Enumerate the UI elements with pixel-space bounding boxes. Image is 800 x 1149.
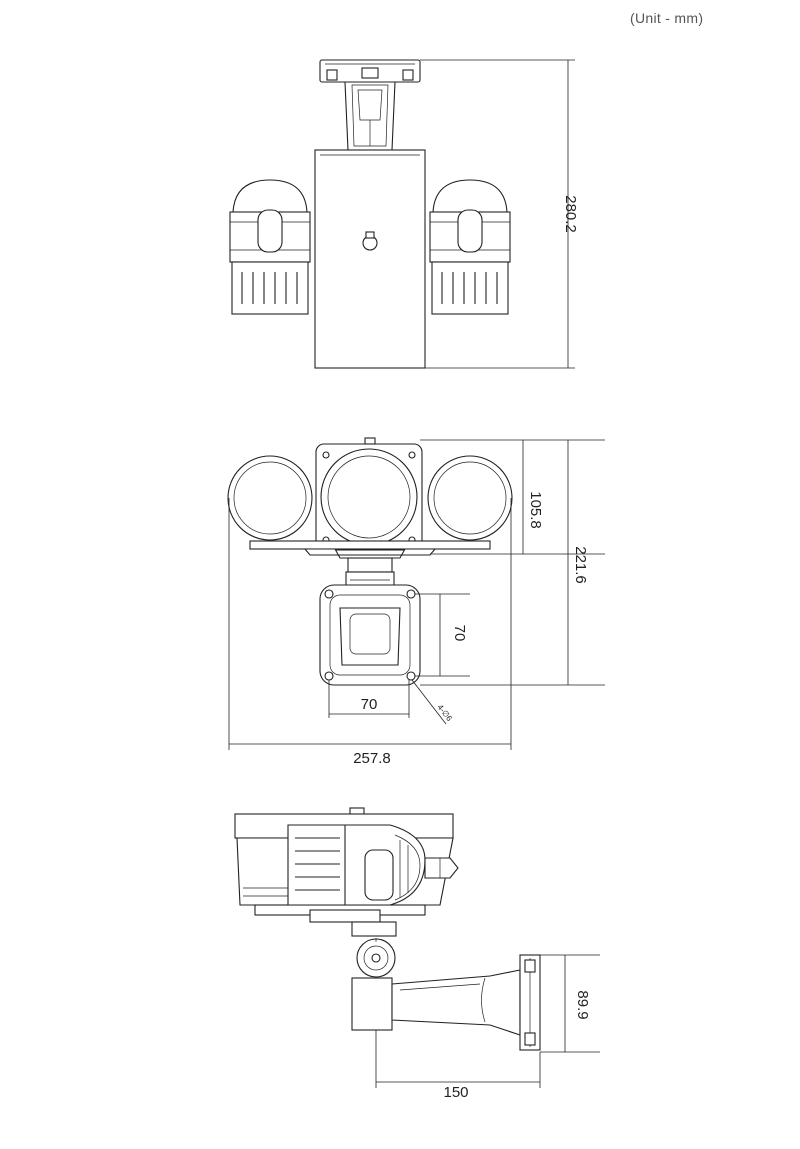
dim-70-horizontal: 70 xyxy=(361,696,378,713)
ir-lamp-side xyxy=(287,824,426,906)
dim-150: 150 xyxy=(443,1084,468,1101)
cable-gland xyxy=(424,857,459,879)
dimension-bracket-length: 150 xyxy=(375,1030,541,1101)
mount-base-plate xyxy=(319,59,421,83)
hole-callout: 4-∅6 xyxy=(411,679,454,725)
camera-housing-front xyxy=(315,437,423,551)
dim-221-6: 221.6 xyxy=(572,546,589,584)
dimension-plate-width: 70 xyxy=(328,680,410,718)
dim-89-9: 89.9 xyxy=(574,990,591,1019)
housing-screw xyxy=(362,231,378,251)
camera-housing-top xyxy=(314,149,426,369)
dimension-total-width: 257.8 xyxy=(228,498,512,767)
hole-note: 4-∅6 xyxy=(435,703,454,724)
left-ir-lamp-front xyxy=(227,455,313,541)
side-view: 89.9 150 xyxy=(234,807,600,1101)
dim-70-vertical: 70 xyxy=(451,625,468,642)
dimension-total-height: 221.6 xyxy=(420,440,605,686)
left-ir-lamp-top xyxy=(229,179,311,315)
dim-257-8: 257.8 xyxy=(353,750,391,767)
right-ir-lamp-top xyxy=(429,179,511,315)
dimension-bracket-height: 89.9 xyxy=(540,954,600,1053)
bracket-arm xyxy=(344,81,396,151)
dim-105-8: 105.8 xyxy=(527,491,544,529)
front-view: 105.8 221.6 70 70 4-∅6 xyxy=(227,437,605,767)
dim-280-2: 280.2 xyxy=(562,195,579,233)
unit-label: (Unit - mm) xyxy=(630,10,704,26)
dimension-plate-height: 70 xyxy=(415,593,470,677)
wall-mount-plate xyxy=(319,584,421,686)
swivel-joint xyxy=(351,921,397,978)
wall-plate-side xyxy=(519,954,541,1051)
right-ir-lamp-front xyxy=(427,455,513,541)
dimension-upper-height: 105.8 xyxy=(420,439,605,555)
bracket-arm-side xyxy=(351,969,521,1036)
sunshield-bar xyxy=(249,540,491,559)
top-view: 280.2 xyxy=(229,59,579,369)
dimension-height-top: 280.2 xyxy=(420,59,579,369)
